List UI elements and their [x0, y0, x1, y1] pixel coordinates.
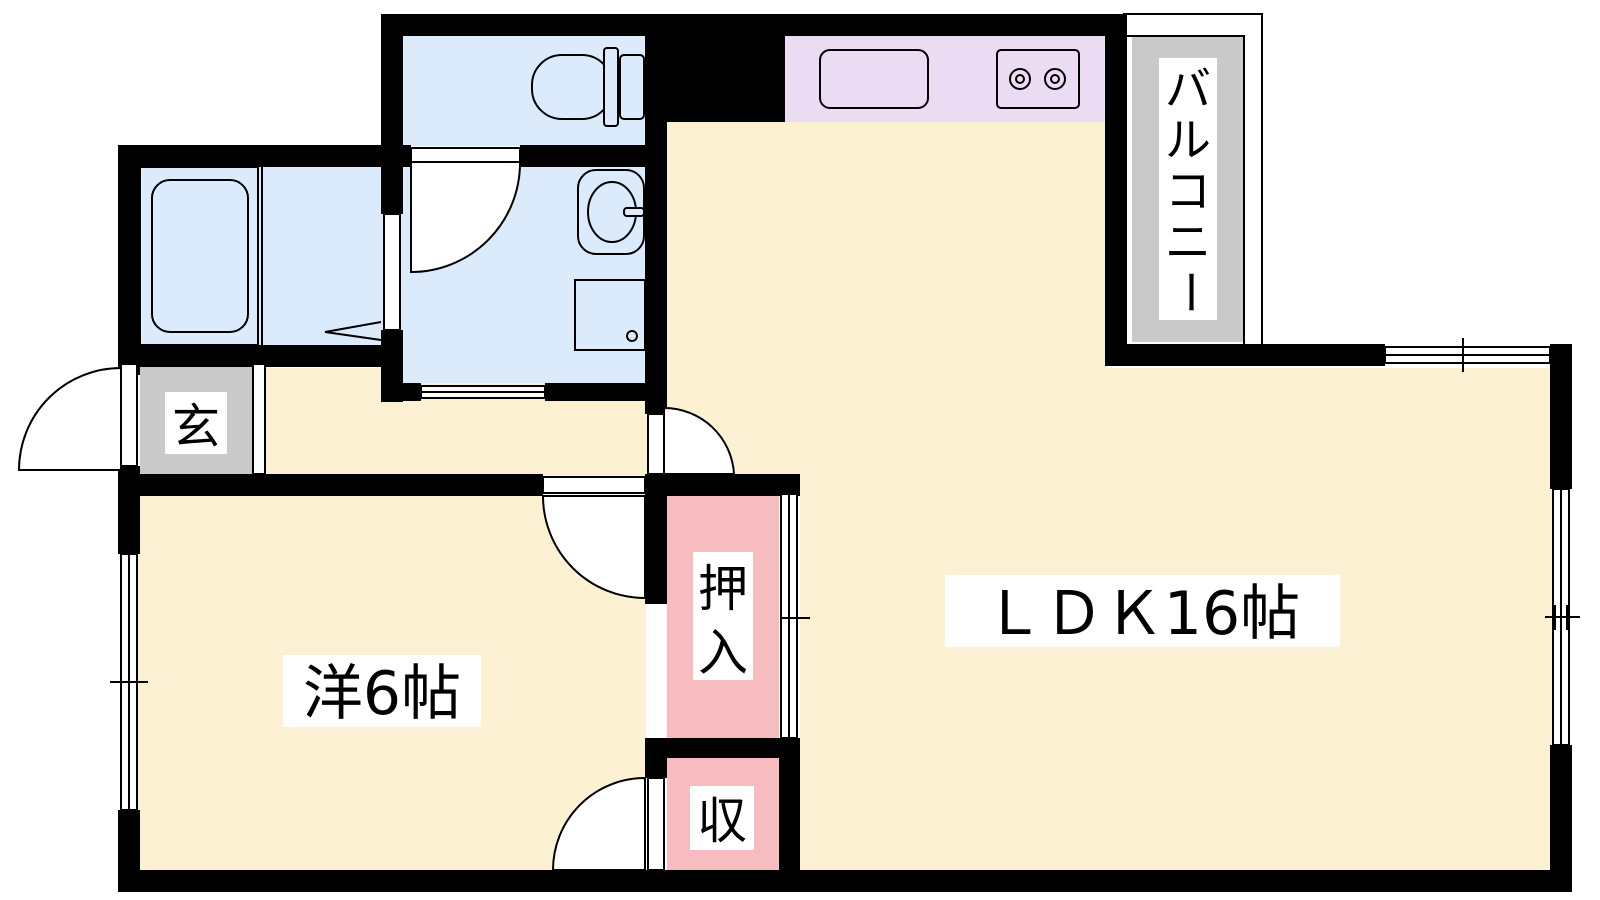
western-room-label-bg — [283, 655, 481, 727]
bathtub-icon — [139, 166, 382, 346]
balcony-label-2: ル — [1165, 113, 1211, 167]
balcony-label-5: ー — [1163, 269, 1217, 315]
ldk-door — [663, 406, 736, 475]
balcony-railing — [1123, 35, 1245, 344]
entrance-door — [17, 366, 122, 471]
wall — [645, 14, 667, 414]
storage-door — [551, 776, 646, 871]
fixtures — [139, 47, 1080, 351]
wall — [118, 145, 140, 367]
entrance-frame — [120, 363, 138, 467]
washbasin-icon — [577, 169, 645, 255]
toilet-icon — [531, 47, 645, 127]
windows — [110, 13, 1580, 871]
door-frame — [647, 777, 665, 871]
door-frame — [410, 147, 521, 163]
wall — [118, 474, 543, 496]
bath-door — [383, 213, 401, 331]
wall — [1105, 14, 1127, 366]
storage-label-bg — [690, 786, 754, 850]
balcony-label-1: バ — [1165, 62, 1211, 116]
ldk-label-bg — [945, 575, 1340, 647]
storage-label: 収 — [697, 792, 747, 850]
balcony-label-bg — [1159, 58, 1217, 320]
balcony-label-3: コ — [1165, 164, 1211, 218]
walls — [118, 14, 1572, 892]
wall — [381, 14, 403, 214]
washing-machine-icon — [574, 279, 646, 351]
wall — [779, 474, 800, 494]
wall — [645, 474, 800, 496]
wall — [1105, 344, 1385, 366]
door-frame — [542, 476, 646, 494]
wall — [779, 738, 800, 892]
wall — [645, 738, 800, 758]
entrance-label-bg — [165, 392, 227, 454]
wall — [118, 345, 403, 367]
balcony-railing — [1123, 13, 1263, 344]
closet-oshiire-label-bg — [693, 552, 753, 680]
kitchen-sink-icon — [819, 49, 929, 109]
stove-icon — [996, 49, 1080, 109]
wall — [118, 145, 403, 167]
entrance-label: 玄 — [172, 399, 220, 455]
ldk-label: ＬＤＫ16帖 — [984, 579, 1300, 649]
closet-oshiire-label-2: 入 — [698, 624, 748, 682]
western-room-door — [541, 495, 646, 600]
western-room-label: 洋6帖 — [303, 659, 461, 729]
wall — [1550, 344, 1572, 489]
ldk-floor — [653, 120, 1568, 870]
wall — [118, 810, 140, 892]
balcony-label-4: ニ — [1165, 215, 1211, 269]
labels: ＬＤＫ16帖 洋6帖 押 入 収 玄 バ ル コ ニ ー — [165, 58, 1340, 850]
door-swings — [17, 161, 736, 871]
toilet-door — [410, 161, 522, 274]
wall — [381, 383, 421, 401]
wall — [118, 870, 1572, 892]
wall — [545, 383, 653, 401]
wall — [645, 474, 667, 604]
wall — [1550, 745, 1572, 892]
wall — [520, 145, 645, 167]
wall — [381, 145, 411, 167]
wall — [645, 14, 785, 122]
entrance-step — [252, 363, 266, 475]
door-frame — [647, 413, 665, 475]
closet-oshiire-label-1: 押 — [698, 560, 748, 618]
